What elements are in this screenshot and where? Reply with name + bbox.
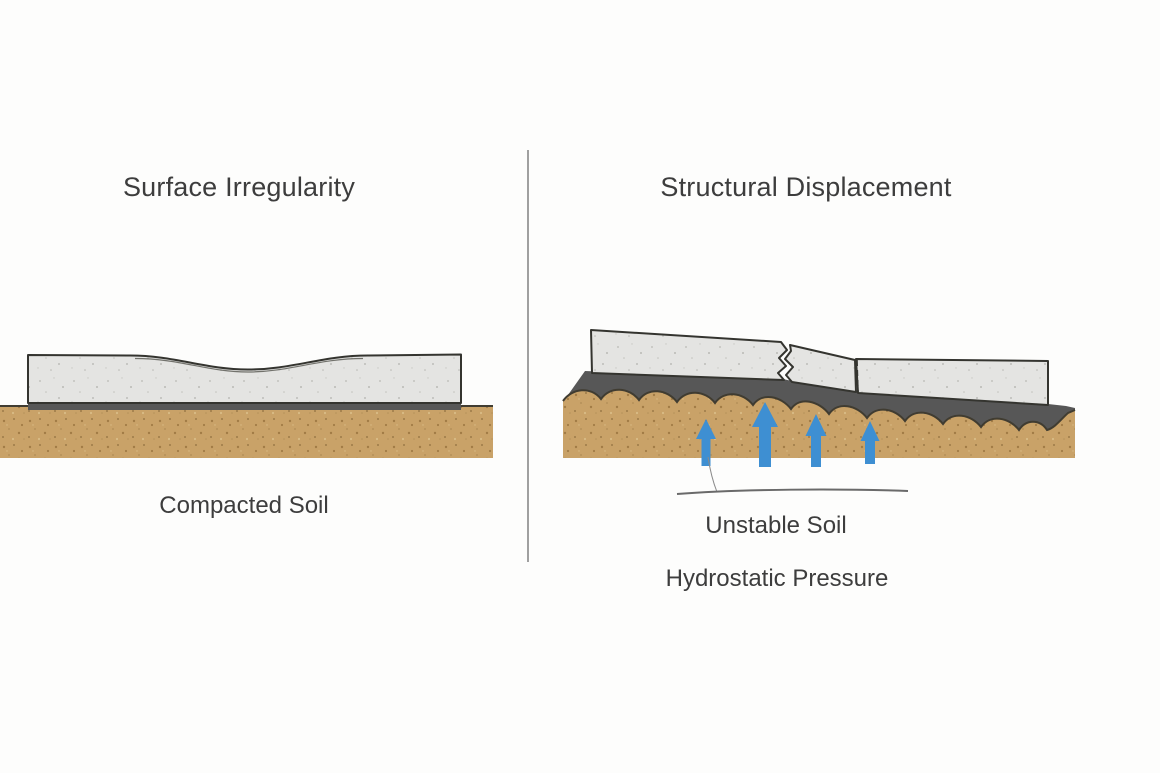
left-panel-title: Surface Irregularity: [122, 172, 356, 202]
unstable-soil-caption: Unstable Soil: [705, 512, 847, 539]
soil-leader-line: [707, 456, 718, 493]
soil-underline: [676, 488, 909, 495]
cracked-slab-left: [590, 329, 788, 381]
concrete-slab: [27, 353, 462, 404]
left-diagram: [0, 353, 493, 458]
pressure-arrow-icon: [860, 421, 880, 464]
hydrostatic-pressure-caption: Hydrostatic Pressure: [665, 565, 889, 592]
right-panel-title: Structural Displacement: [660, 172, 952, 202]
cracked-slab-middle: [784, 344, 857, 393]
slab-dip-contour: [134, 357, 364, 373]
unstable-soil-top-edge: [562, 388, 1076, 432]
pressure-arrow-icon: [805, 414, 827, 467]
panel-divider: [527, 150, 529, 562]
compacted-soil-ground: [0, 406, 493, 458]
joint-dashed-line: [856, 359, 859, 394]
pressure-arrow-icon: [752, 402, 778, 467]
right-diagram: [562, 329, 1076, 495]
pressure-arrow-icon: [696, 419, 716, 466]
compacted-soil-caption: Compacted Soil: [159, 492, 329, 519]
